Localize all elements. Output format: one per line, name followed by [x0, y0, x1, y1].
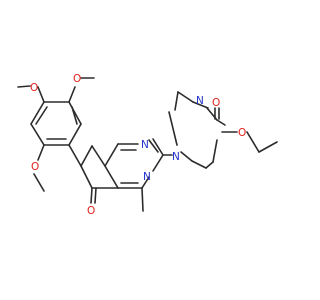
- bond: [152, 138, 164, 156]
- bond: [17, 85, 31, 88]
- bond: [168, 111, 178, 146]
- bond: [192, 101, 209, 109]
- bond: [212, 139, 218, 163]
- bond: [141, 187, 144, 212]
- atom-o-ketone: O: [87, 205, 95, 217]
- bond: [68, 86, 76, 103]
- bond: [90, 187, 93, 204]
- atom-o-methoxy-middle: O: [30, 82, 38, 94]
- bond: [68, 123, 82, 146]
- molecule-diagram: N N O O N N O O O O: [17, 73, 278, 217]
- structure-canvas: N N O O N N O O O O: [17, 73, 278, 217]
- bond: [35, 106, 48, 125]
- bond: [68, 144, 82, 167]
- bond: [30, 123, 45, 146]
- bond-layer: [17, 77, 278, 212]
- bond: [104, 143, 119, 167]
- bond: [191, 160, 207, 169]
- bond: [152, 154, 164, 172]
- atom-label-layer: N N O O N N O O O O: [30, 73, 246, 217]
- atom-n-piperazine-top: N: [196, 95, 204, 107]
- bond: [148, 139, 159, 153]
- bond: [216, 119, 226, 126]
- bond: [33, 173, 45, 192]
- bond: [94, 187, 97, 204]
- bond: [37, 144, 45, 161]
- bond: [180, 151, 193, 162]
- bond: [71, 106, 78, 125]
- atom-o-carbonyl-ester: O: [212, 97, 220, 109]
- atom-n-piperazine-bottom: N: [172, 151, 180, 163]
- bond: [30, 101, 45, 125]
- bond: [68, 101, 82, 125]
- atom-o-methoxy-bottom: O: [31, 161, 39, 173]
- bond: [174, 91, 179, 111]
- bond: [205, 161, 214, 169]
- bond: [104, 165, 119, 189]
- bond: [37, 86, 45, 103]
- bond: [141, 176, 150, 189]
- bond: [258, 141, 278, 153]
- bond: [91, 145, 106, 167]
- atom-o-ester-link: O: [238, 127, 246, 139]
- bond: [80, 165, 93, 189]
- bond: [80, 145, 93, 167]
- atom-o-methoxy-top: O: [73, 73, 81, 85]
- atom-n-pyrimidine-1: N: [141, 139, 149, 151]
- bond: [206, 107, 218, 121]
- atom-n-pyrimidine-3: N: [143, 171, 151, 183]
- bond: [246, 131, 260, 153]
- bond: [177, 91, 194, 103]
